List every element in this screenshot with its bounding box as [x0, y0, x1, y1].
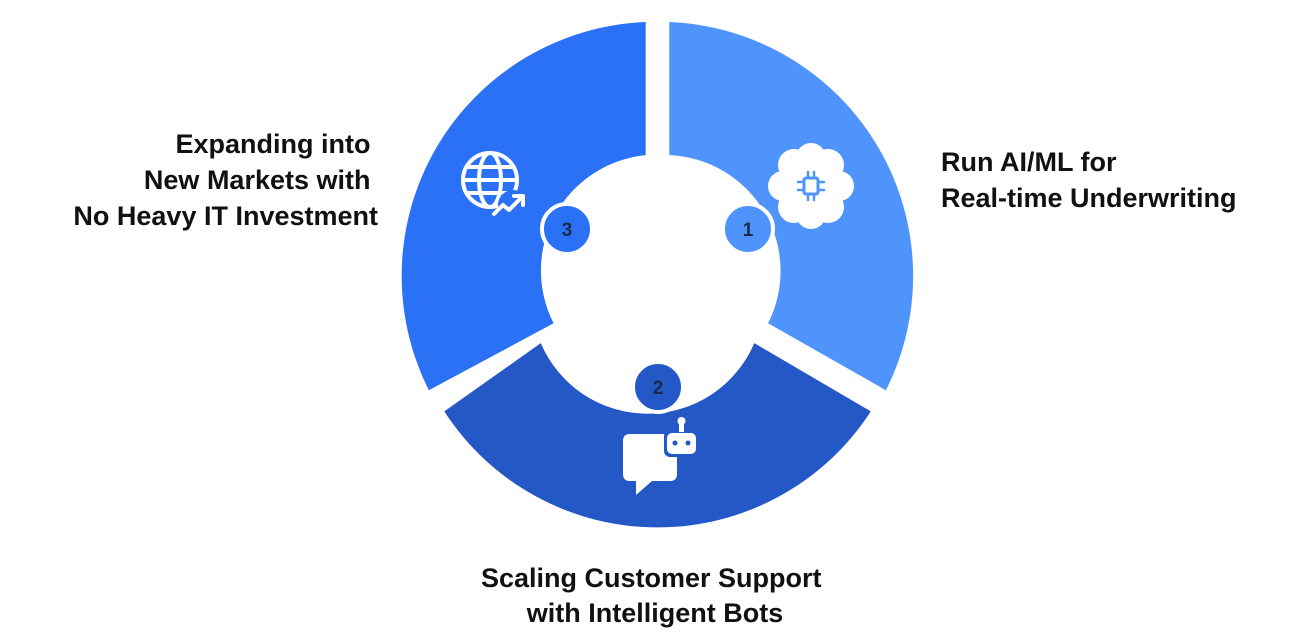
segment-1-caption-line: Real-time Underwriting	[941, 183, 1237, 213]
segment-3-caption: Expanding into New Markets with No Heavy…	[73, 129, 378, 231]
badge-2-circle	[631, 360, 685, 414]
segment-2-caption-line: Scaling Customer Support	[481, 563, 822, 593]
segment-3-caption-line: New Markets with	[144, 165, 371, 195]
ai-chip-brain-icon	[768, 143, 854, 229]
chat-bot-icon	[623, 417, 699, 495]
segment-3-caption-line: Expanding into	[175, 129, 370, 159]
segment-2-caption-line: with Intelligent Bots	[526, 598, 784, 628]
segment-1-caption-line: Run AI/ML for	[941, 147, 1117, 177]
badge-2: 2	[631, 360, 685, 414]
badge-3: 3	[540, 202, 594, 256]
badge-2-number: 2	[653, 378, 664, 399]
segment-2-caption: Scaling Customer Support with Intelligen…	[481, 563, 829, 628]
badge-1: 1	[721, 202, 775, 256]
globe-growth-icon	[461, 151, 528, 220]
segment-3-caption-line: No Heavy IT Investment	[73, 201, 378, 231]
badge-3-number: 3	[562, 220, 573, 241]
badge-3-circle	[540, 202, 594, 256]
badge-1-number: 1	[743, 220, 754, 241]
badge-1-circle	[721, 202, 775, 256]
segment-1-caption: Run AI/ML for Real-time Underwriting	[941, 147, 1237, 213]
